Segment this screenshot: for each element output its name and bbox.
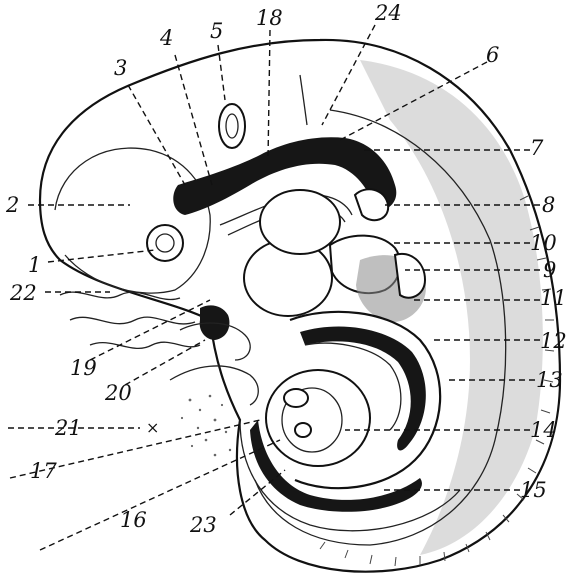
heart-ventricle (260, 190, 340, 254)
label-21: 21 (54, 416, 82, 440)
label-13: 13 (536, 368, 563, 392)
cloaca-bud (284, 389, 308, 407)
otic-vesicle (219, 104, 245, 148)
label-14: 14 (530, 418, 557, 442)
label-3: 3 (114, 56, 127, 80)
loop-structure-8 (355, 189, 388, 220)
label-20: 20 (104, 381, 132, 405)
label-10: 10 (530, 231, 557, 255)
label-12: 12 (540, 329, 567, 353)
yolk-sac-wavy-2 (70, 317, 195, 324)
label-11: 11 (540, 286, 567, 310)
label-15: 15 (520, 478, 547, 502)
label-1: 1 (28, 253, 41, 277)
label-18: 18 (256, 6, 283, 30)
label-8: 8 (542, 193, 555, 217)
label-2: 2 (5, 193, 19, 217)
cross-marker: × (146, 418, 159, 437)
umbilical-stalk (170, 366, 258, 405)
label-24: 24 (374, 1, 402, 25)
eye-vesicle (147, 225, 183, 261)
label-16: 16 (120, 508, 147, 532)
neural-structure-top (300, 75, 307, 125)
label-6: 6 (486, 43, 499, 67)
hindgut-bud (295, 423, 311, 437)
label-23: 23 (189, 513, 217, 537)
label-7: 7 (530, 136, 544, 160)
sinus-venosus (395, 254, 425, 298)
label-4: 4 (159, 26, 173, 50)
label-9: 9 (543, 258, 556, 282)
label-22: 22 (9, 281, 37, 305)
label-17: 17 (30, 459, 57, 483)
stipple-cluster (181, 395, 231, 457)
yolk-sac-wavy-3 (90, 342, 200, 348)
label-5: 5 (210, 19, 223, 43)
label-19: 19 (70, 356, 97, 380)
